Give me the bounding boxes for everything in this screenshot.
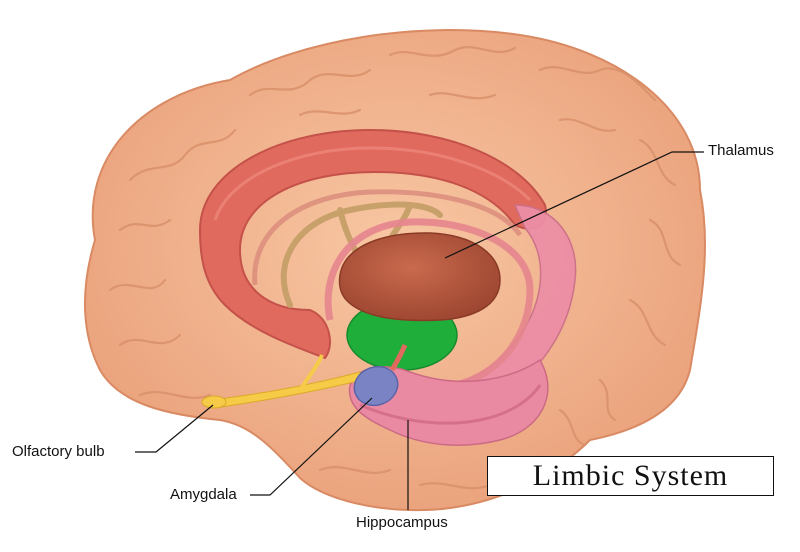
olfactory-bulb xyxy=(201,395,227,409)
label-thalamus: Thalamus xyxy=(708,142,774,159)
leader-lines xyxy=(135,151,704,510)
label-hippocampus: Hippocampus xyxy=(356,514,448,531)
cingulate-gyrus xyxy=(198,128,547,360)
hippocampus xyxy=(348,358,549,446)
label-amygdala: Amygdala xyxy=(170,486,237,503)
thalamus xyxy=(338,232,501,322)
title-box: Limbic System xyxy=(487,456,774,496)
label-olfactory-bulb: Olfactory bulb xyxy=(12,443,105,460)
gyri-texture xyxy=(108,46,682,490)
diagram-title: Limbic System xyxy=(532,459,729,492)
amygdala xyxy=(353,365,399,407)
